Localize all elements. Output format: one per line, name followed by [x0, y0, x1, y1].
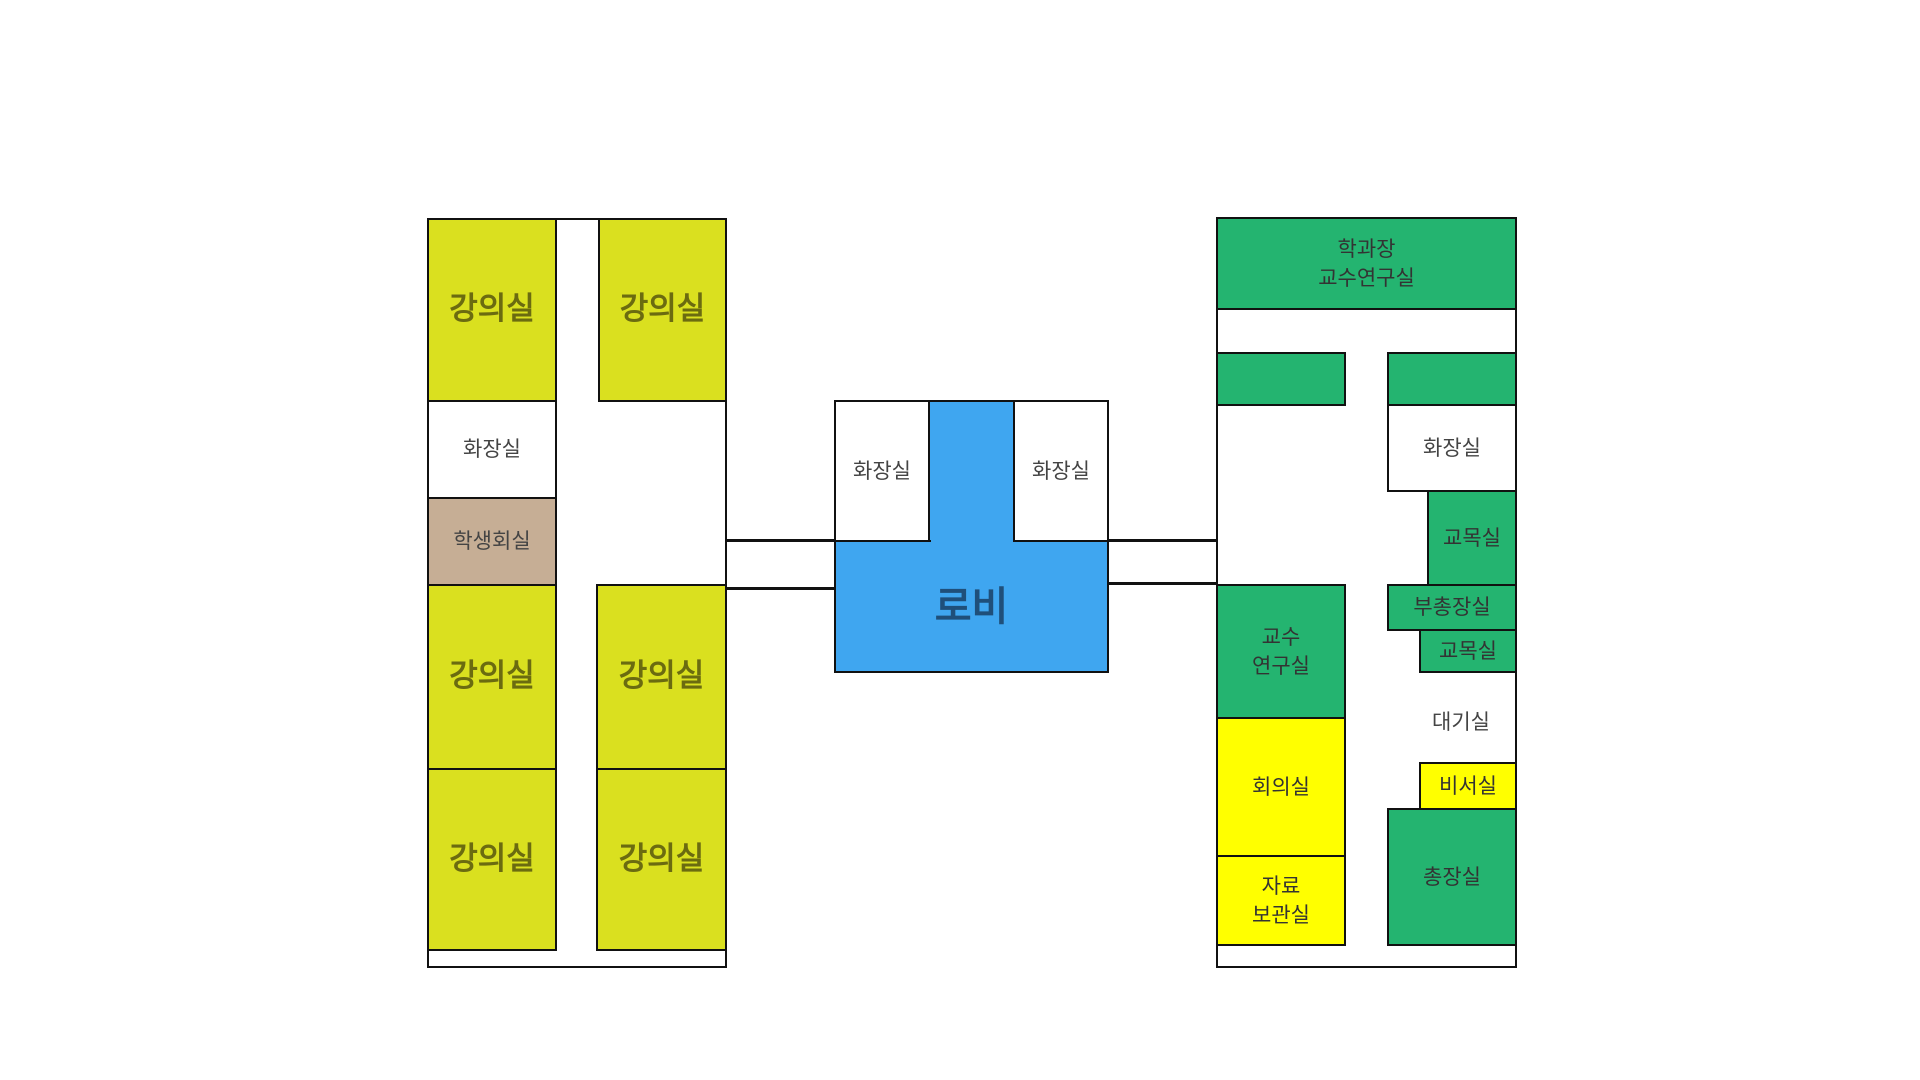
office-block-left[interactable] — [1216, 352, 1346, 406]
secretary-office[interactable]: 비서실 — [1419, 762, 1517, 810]
student-council-room[interactable]: 학생회실 — [427, 497, 557, 586]
office-block-right[interactable] — [1387, 352, 1517, 406]
center-restroom-right[interactable]: 화장실 — [1013, 400, 1109, 543]
dean-office[interactable]: 학과장 교수연구실 — [1216, 217, 1517, 310]
corridor-right-top — [1106, 539, 1218, 542]
president-office[interactable]: 총장실 — [1387, 808, 1517, 946]
waiting-room-label[interactable]: 대기실 — [1432, 710, 1490, 734]
lecture-room-4[interactable]: 강의실 — [596, 584, 727, 770]
meeting-room[interactable]: 회의실 — [1216, 717, 1346, 857]
lecture-room-6[interactable]: 강의실 — [596, 768, 727, 951]
vice-president-office[interactable]: 부총장실 — [1387, 584, 1517, 631]
corridor-left-bottom — [727, 587, 836, 590]
right-restroom[interactable]: 화장실 — [1387, 404, 1517, 492]
center-restroom-left[interactable]: 화장실 — [834, 400, 930, 543]
lobby-stem — [928, 400, 1015, 543]
lecture-room-2[interactable]: 강의실 — [598, 218, 727, 402]
lobby-stem-joint — [930, 536, 1013, 543]
left-restroom[interactable]: 화장실 — [427, 400, 557, 499]
staff-room-2[interactable]: 교목실 — [1419, 629, 1517, 673]
corridor-left-top — [727, 539, 836, 542]
staff-room-1[interactable]: 교목실 — [1427, 490, 1517, 586]
professor-office[interactable]: 교수 연구실 — [1216, 584, 1346, 719]
lecture-room-5[interactable]: 강의실 — [427, 768, 557, 951]
archive-room[interactable]: 자료 보관실 — [1216, 855, 1346, 946]
corridor-right-bottom — [1106, 582, 1218, 585]
lecture-room-3[interactable]: 강의실 — [427, 584, 557, 770]
lobby[interactable]: 로비 — [834, 540, 1109, 673]
lecture-room-1[interactable]: 강의실 — [427, 218, 557, 402]
